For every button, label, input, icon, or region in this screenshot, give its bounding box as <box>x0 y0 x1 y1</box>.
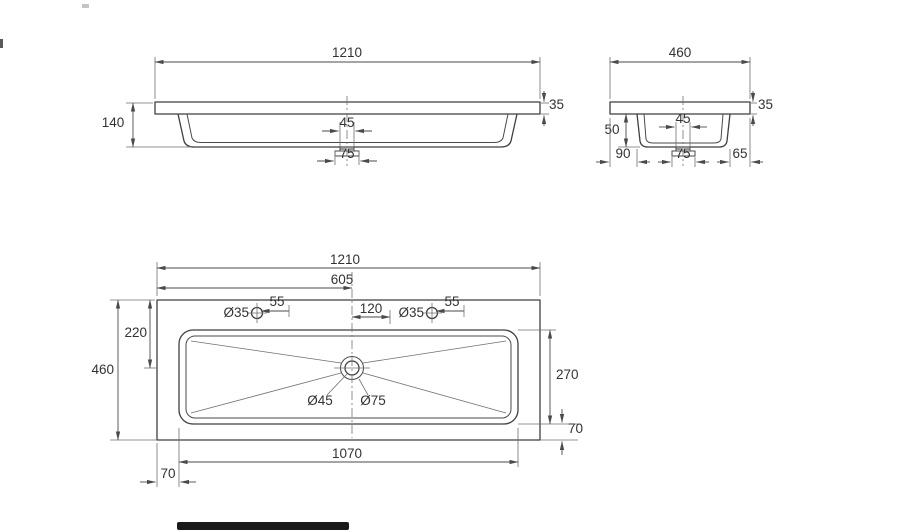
sv-thickness-label: 35 <box>758 97 773 112</box>
pv-hole-right-offset-label: 55 <box>444 294 459 309</box>
sv-flange-width-label: 75 <box>675 146 690 161</box>
sv-front-offset-label: 90 <box>615 146 630 161</box>
edge-artifact-left <box>0 39 3 48</box>
pv-basin-depth-label: 270 <box>556 367 579 382</box>
pv-hole-right-dia-label: Ø35 <box>398 305 424 320</box>
fv-flange-width-label: 75 <box>339 146 354 161</box>
side-view: 460 35 50 90 75 <box>596 45 773 167</box>
fv-drain-width-label: 45 <box>339 115 354 130</box>
sv-depth-label: 460 <box>669 45 692 60</box>
sv-drain-width-label: 45 <box>675 111 690 126</box>
plan-view: 1210 605 Ø35 55 Ø35 55 120 220 46 <box>91 252 583 487</box>
watermark-bar <box>177 522 349 530</box>
side-view-dimensions: 460 35 50 90 75 <box>596 45 773 167</box>
edge-artifact-top <box>82 4 89 8</box>
pv-basin-width-label: 1070 <box>332 446 362 461</box>
pv-rim-left-label: 70 <box>160 466 175 481</box>
pv-depth-label: 460 <box>91 362 114 377</box>
pv-width-label: 1210 <box>330 252 360 267</box>
pv-half-width-label: 605 <box>331 272 354 287</box>
pv-rim-right-label: 70 <box>568 421 583 436</box>
pv-top-to-drain-label: 220 <box>124 325 147 340</box>
pv-hole-gap-label: 120 <box>360 301 383 316</box>
pv-hole-left-dia-label: Ø35 <box>223 305 249 320</box>
front-view: 1210 35 140 45 75 <box>102 45 564 166</box>
plan-view-dimensions: 1210 605 Ø35 55 Ø35 55 120 220 46 <box>91 252 583 487</box>
sv-basin-depth-label: 50 <box>604 122 619 137</box>
plan-view-outline <box>156 272 541 441</box>
fv-height-label: 140 <box>102 115 125 130</box>
pv-hole-left-offset-label: 55 <box>269 294 284 309</box>
pv-drain-dia-label: Ø45 <box>307 393 333 408</box>
fv-width-label: 1210 <box>332 45 362 60</box>
sv-back-offset-label: 65 <box>732 146 747 161</box>
side-view-outline <box>609 96 751 166</box>
pv-flange-dia-label: Ø75 <box>360 393 386 408</box>
fv-thickness-label: 35 <box>549 97 564 112</box>
front-view-dimensions: 1210 35 140 45 75 <box>102 45 564 165</box>
